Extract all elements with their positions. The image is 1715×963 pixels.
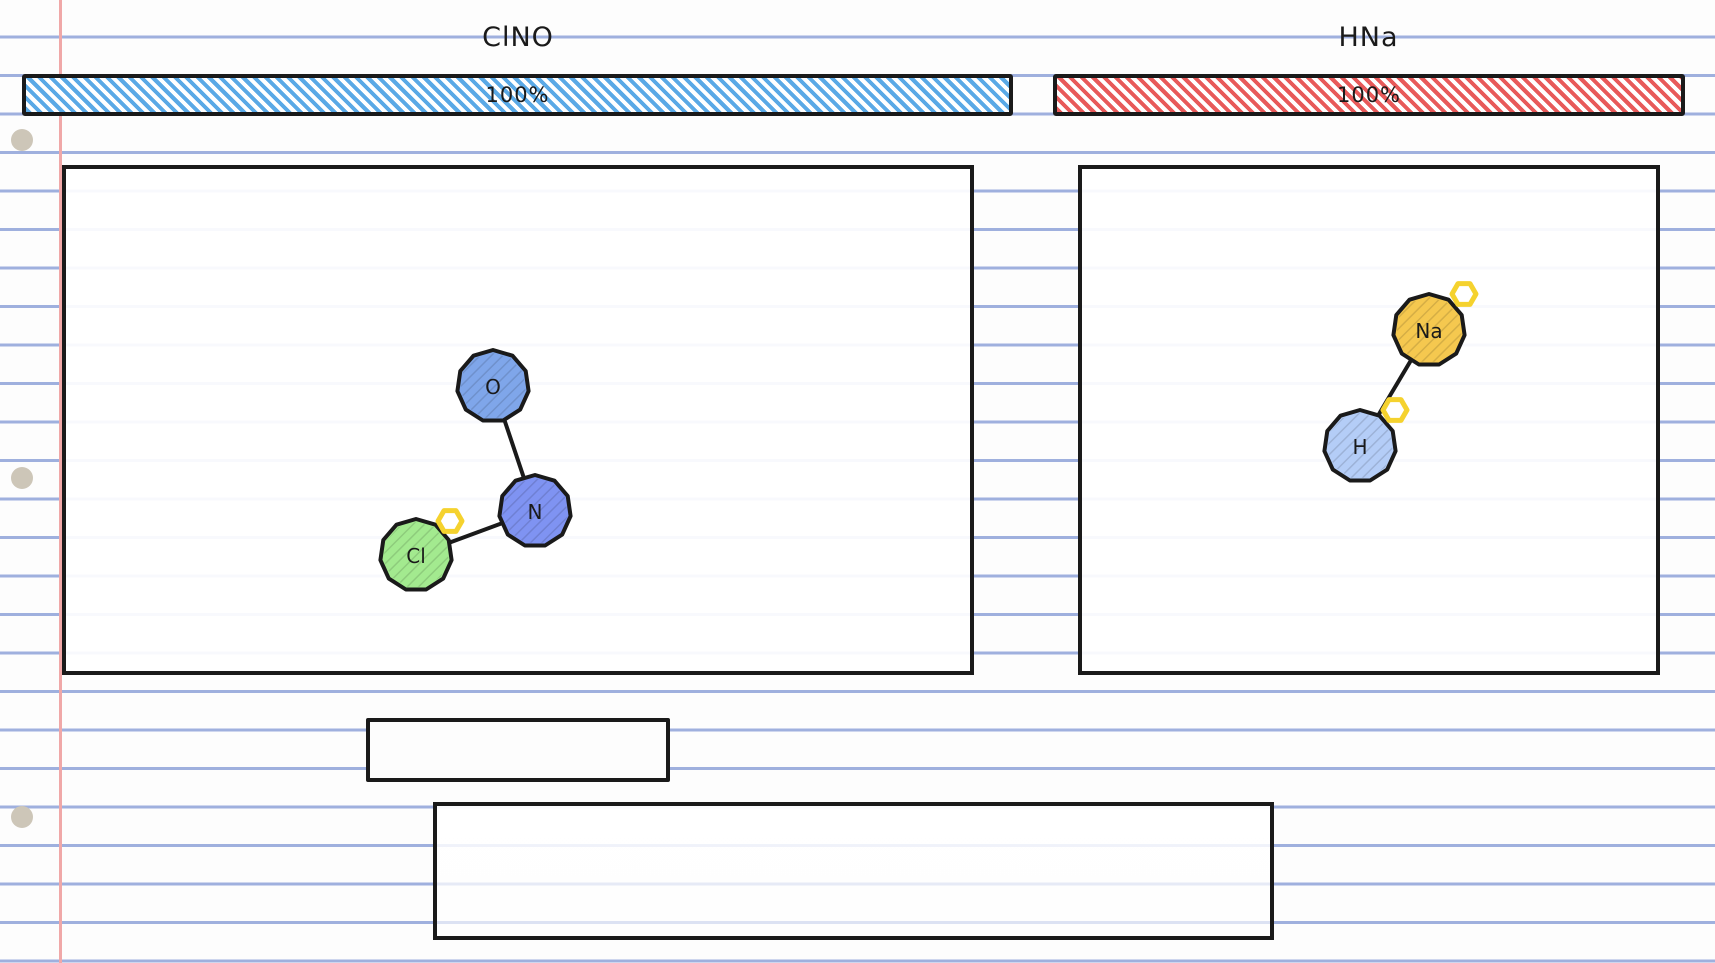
- left-health-bar: 100%: [22, 74, 1013, 116]
- left-molecule-canvas: O N Cl: [378, 348, 573, 592]
- atom-na[interactable]: Na: [1391, 292, 1467, 367]
- action-input-box[interactable]: [366, 718, 670, 782]
- marker-na-hexagon-icon: [1449, 281, 1479, 307]
- atom-label: Na: [1415, 319, 1442, 343]
- right-health-bar: 100%: [1053, 74, 1685, 116]
- atom-hatching: [502, 478, 568, 543]
- atom-n[interactable]: N: [497, 473, 573, 548]
- atom-cl[interactable]: Cl: [378, 517, 454, 592]
- atom-hatching: [1327, 413, 1393, 478]
- atom-label: H: [1352, 435, 1367, 459]
- right-team-name: HNa: [1338, 22, 1399, 53]
- left-team-name: ClNO: [482, 22, 554, 53]
- marker-h-hexagon-icon: [1380, 397, 1410, 423]
- notebook-margin-line: [59, 0, 62, 963]
- atom-label: O: [485, 375, 501, 399]
- binder-hole: [11, 129, 33, 151]
- atom-label: N: [528, 500, 543, 524]
- left-arena: O N Cl: [62, 165, 974, 675]
- atom-o[interactable]: O: [455, 348, 531, 423]
- left-health-fill: [26, 78, 1009, 112]
- binder-hole: [11, 806, 33, 828]
- atom-hatching: [460, 353, 526, 418]
- battle-log-panel: [433, 802, 1274, 940]
- right-molecule-canvas: NaH: [1322, 281, 1479, 483]
- binder-hole: [11, 467, 33, 489]
- atom-hatching: [1396, 297, 1462, 362]
- atom-label: Cl: [406, 544, 426, 568]
- atom-h[interactable]: H: [1322, 408, 1398, 483]
- right-health-fill: [1057, 78, 1681, 112]
- marker-cl-hexagon-icon: [435, 508, 465, 534]
- atom-hatching: [383, 522, 449, 587]
- right-health-text: 100%: [1336, 83, 1402, 107]
- left-health-text: 100%: [485, 83, 550, 107]
